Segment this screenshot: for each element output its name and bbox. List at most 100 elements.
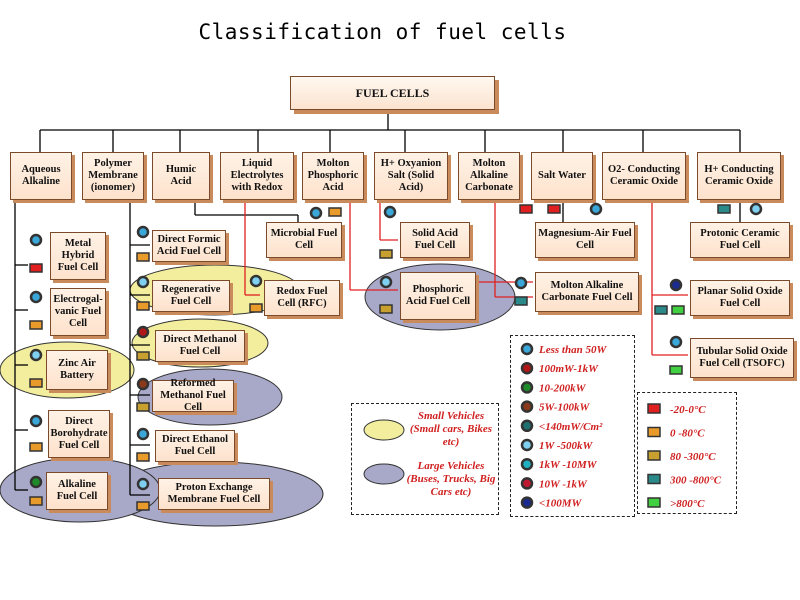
temperature-marker bbox=[29, 320, 43, 330]
temperature-marker bbox=[29, 378, 43, 388]
temperature-legend-swatch bbox=[647, 403, 661, 414]
cell-tubular-sofc: Tubular Solid Oxide Fuel Cell (TSOFC) bbox=[690, 338, 794, 378]
temperature-marker bbox=[249, 303, 263, 313]
temperature-marker bbox=[547, 204, 561, 214]
cell-direct-formic: Direct Formic Acid Fuel Cell bbox=[152, 230, 226, 262]
temperature-legend-label: 300 -800°C bbox=[669, 475, 722, 487]
temperature-legend-label: >800°C bbox=[670, 498, 705, 510]
power-legend-swatch bbox=[520, 438, 534, 452]
power-marker bbox=[136, 325, 150, 339]
category-molton-alkaline-carbonate: Molton Alkaline Carbonate bbox=[458, 152, 520, 200]
temperature-marker bbox=[328, 207, 342, 217]
cell-zinc-air: Zinc Air Battery bbox=[46, 350, 108, 390]
temperature-marker bbox=[379, 249, 393, 259]
power-marker bbox=[383, 205, 397, 219]
temperature-marker bbox=[29, 496, 43, 506]
temperature-marker bbox=[136, 351, 150, 361]
temperature-legend-swatch bbox=[647, 450, 661, 461]
temperature-marker bbox=[671, 305, 685, 315]
temperature-marker bbox=[136, 501, 150, 511]
power-marker bbox=[379, 275, 393, 289]
power-legend-label: 10-200kW bbox=[539, 382, 587, 394]
power-marker bbox=[749, 202, 763, 216]
power-marker bbox=[29, 290, 43, 304]
temperature-marker bbox=[29, 442, 43, 452]
power-legend-label: <100MW bbox=[539, 498, 583, 510]
temperature-marker bbox=[654, 305, 668, 315]
cell-metal-hybrid: Metal Hybrid Fuel Cell bbox=[50, 232, 106, 280]
temperature-marker bbox=[136, 301, 150, 311]
temperature-legend-label: 0 -80°C bbox=[670, 428, 705, 440]
temperature-marker bbox=[136, 452, 150, 462]
power-marker bbox=[136, 477, 150, 491]
page-title: Classification of fuel cells bbox=[198, 20, 567, 44]
power-marker bbox=[514, 276, 528, 290]
power-marker bbox=[136, 225, 150, 239]
power-legend: Less than 50W 100mW-1kW 10-200kW 5W-100kW <1… bbox=[510, 335, 635, 517]
power-legend-label: 5W-100kW bbox=[539, 402, 591, 414]
category-polymer-membrane: Polymer Membrane (ionomer) bbox=[82, 152, 144, 200]
cell-phosphoric-acid: Phosphoric Acid Fuel Cell bbox=[400, 272, 476, 320]
temperature-marker bbox=[29, 263, 43, 273]
power-marker bbox=[136, 275, 150, 289]
category-molton-phosphoric: Molton Phosphoric Acid bbox=[302, 152, 364, 200]
power-marker bbox=[136, 427, 150, 441]
power-marker bbox=[29, 414, 43, 428]
power-legend-swatch bbox=[520, 419, 534, 433]
power-markers bbox=[29, 202, 763, 491]
temperature-marker bbox=[136, 252, 150, 262]
category-liquid-electrolytes: Liquid Electrolytes with Redox bbox=[220, 152, 294, 200]
cell-magnesium-air: Magnesium-Air Fuel Cell bbox=[535, 222, 635, 258]
small-vehicle-label: Small Vehicles (Small cars, Bikes etc) bbox=[409, 410, 493, 448]
small-vehicle-swatch bbox=[363, 419, 405, 441]
power-marker bbox=[136, 377, 150, 391]
large-vehicle-label: Large Vehicles (Buses, Trucks, Big Cars … bbox=[406, 460, 496, 498]
cell-mcfc: Molton Alkaline Carbonate Fuel Cell bbox=[535, 272, 639, 312]
power-legend-label: <140mW/Cm² bbox=[539, 421, 603, 433]
power-legend-swatch bbox=[520, 477, 534, 490]
power-marker bbox=[29, 348, 43, 362]
temperature-marker bbox=[514, 296, 528, 306]
cell-direct-ethanol: Direct Ethanol Fuel Cell bbox=[155, 430, 235, 462]
cell-direct-methanol: Direct Methanol Fuel Cell bbox=[155, 330, 245, 362]
category-aqueous-alkaline: Aqueous Alkaline bbox=[10, 152, 72, 200]
power-marker bbox=[29, 475, 43, 489]
cell-pem: Proton Exchange Membrane Fuel Cell bbox=[158, 478, 270, 510]
temperature-marker bbox=[379, 304, 393, 314]
temperature-legend-label: -20-0°C bbox=[670, 404, 706, 416]
temperature-marker bbox=[717, 204, 731, 214]
cell-regenerative: Regenerative Fuel Cell bbox=[152, 280, 230, 312]
power-marker bbox=[669, 278, 683, 292]
power-marker bbox=[589, 202, 603, 216]
cell-direct-borohydrate: Direct Borohydrate Fuel Cell bbox=[48, 410, 110, 458]
category-o2-ceramic-oxide: O2- Conducting Ceramic Oxide bbox=[602, 152, 686, 200]
power-legend-label: 1W -500kW bbox=[539, 440, 593, 452]
temperature-marker bbox=[519, 204, 533, 214]
large-vehicle-swatch bbox=[363, 463, 405, 485]
cell-protonic-ceramic: Protonic Ceramic Fuel Cell bbox=[690, 222, 790, 258]
temperature-marker bbox=[136, 402, 150, 412]
power-legend-swatch bbox=[520, 400, 534, 413]
category-oxyanion-salt: H+ Oxyanion Salt (Solid Acid) bbox=[374, 152, 448, 200]
power-marker bbox=[309, 206, 323, 220]
cell-microbial: Microbial Fuel Cell bbox=[266, 222, 342, 258]
temperature-legend-swatch bbox=[647, 473, 661, 485]
temperature-legend-label: 80 -300°C bbox=[670, 451, 716, 463]
root-node: FUEL CELLS bbox=[290, 76, 495, 110]
power-legend-swatch bbox=[520, 342, 534, 356]
category-salt-water: Salt Water bbox=[531, 152, 593, 200]
power-legend-label: Less than 50W bbox=[538, 344, 607, 356]
category-h-ceramic-oxide: H+ Conducting Ceramic Oxide bbox=[697, 152, 781, 200]
temperature-legend-swatch bbox=[647, 497, 661, 508]
power-legend-label: 10W -1kW bbox=[539, 478, 588, 490]
temperature-markers bbox=[29, 204, 731, 511]
cell-reformed-methanol: Reformed Methanol Fuel Cell bbox=[152, 378, 234, 413]
power-legend-swatch bbox=[520, 457, 534, 471]
temperature-marker bbox=[669, 365, 683, 375]
power-legend-label: 100mW-1kW bbox=[539, 363, 599, 375]
power-marker bbox=[249, 274, 263, 288]
category-humic-acid: Humic Acid bbox=[152, 152, 210, 200]
power-legend-swatch bbox=[520, 361, 534, 375]
power-legend-swatch bbox=[520, 381, 534, 394]
